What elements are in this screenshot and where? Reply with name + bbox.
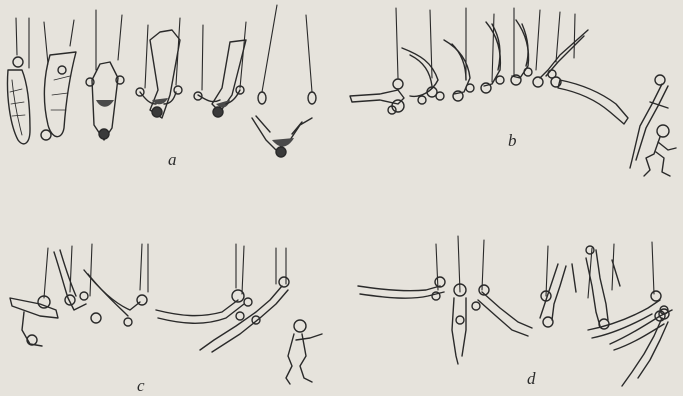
- panel-a-cables: [16, 5, 312, 92]
- panel-b-landing: [644, 125, 676, 176]
- panel-a-figure-1: [7, 57, 30, 144]
- panel-b-figure-2: [402, 48, 444, 104]
- panel-label-a: a: [168, 150, 177, 170]
- panel-d-figure-4: [540, 264, 576, 327]
- panel-b-cables: [396, 8, 575, 82]
- panel-label-c: c: [137, 376, 145, 396]
- panel-label-b: b: [508, 131, 517, 151]
- panel-d-figure-3: [472, 285, 532, 336]
- panel-a-figure-6: [252, 92, 316, 157]
- panel-label-d: d: [527, 369, 536, 389]
- panel-c-landing: [286, 320, 322, 384]
- panel-a-figure-3: [86, 62, 124, 140]
- panel-b-figure-6: [533, 30, 588, 87]
- panel-b-figure-3: [444, 40, 474, 101]
- panel-d-sequence: [358, 236, 672, 386]
- panel-a-figure-4: [136, 30, 182, 118]
- panel-b-figure-1: [350, 79, 404, 114]
- panel-c-figure-4: [156, 290, 252, 323]
- panel-c-figure-3: [84, 270, 147, 326]
- panel-c-figure-1: [10, 296, 58, 346]
- panel-c-sequence: [10, 244, 322, 384]
- panel-d-figure-2: [452, 284, 466, 364]
- panel-c-cables: [44, 244, 286, 298]
- panel-b-figure-8: [630, 75, 668, 168]
- panel-b-figure-7: [551, 77, 628, 124]
- panel-a-figure-2: [41, 52, 76, 140]
- panel-d-figure-1: [358, 277, 445, 300]
- panel-a-sequence: [7, 5, 316, 157]
- panel-d-cables: [436, 236, 654, 298]
